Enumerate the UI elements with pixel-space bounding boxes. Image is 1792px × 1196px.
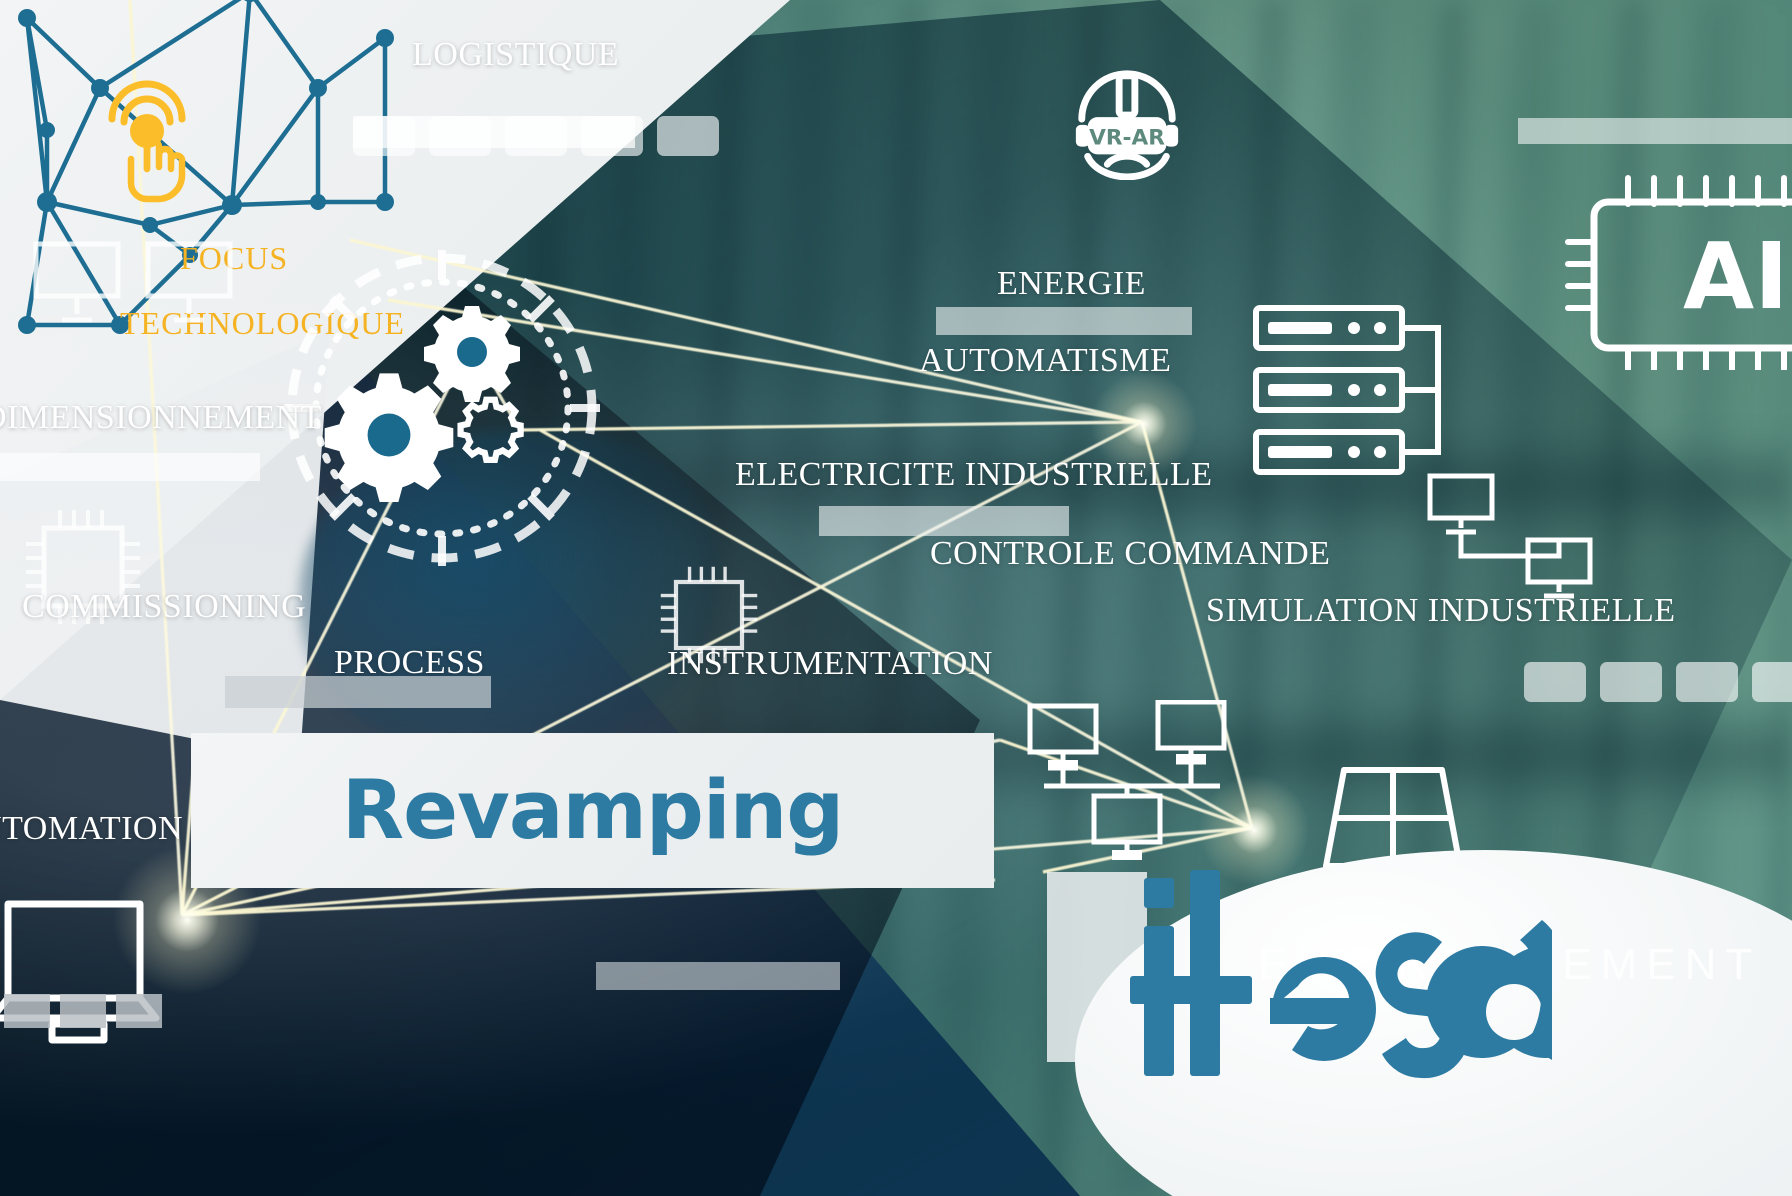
- bottom-left-dark-strip: [4, 994, 162, 1028]
- bar-topright: [1518, 118, 1792, 144]
- revamping-banner: Revamping: [191, 733, 994, 888]
- vr-ar-helmet-icon: VR-AR: [1075, 70, 1179, 180]
- label-process: PROCESS: [334, 644, 485, 681]
- ai-chip-icon: AI: [1565, 175, 1792, 370]
- label-logistique: LOGISTIQUE: [412, 36, 620, 73]
- logistique-chip-strip: [353, 116, 719, 156]
- iesa-logo: [1130, 870, 1552, 1079]
- bar-bottom: [596, 962, 840, 990]
- label-controle-commande: CONTROLE COMMANDE: [930, 535, 1331, 572]
- ai-chip-label: AI: [1683, 223, 1788, 330]
- bar-process: [225, 676, 491, 708]
- label-dimensionnement: DIMENSIONNEMENT: [0, 399, 322, 436]
- polygon-network-graphic: [18, 0, 394, 334]
- bar-dimensionnement: [0, 453, 260, 481]
- microchip-left-icon: [26, 510, 140, 624]
- label-automation: AUTOMATION: [0, 810, 184, 847]
- gear-large-icon: [324, 373, 454, 502]
- label-commissioning: COMMISSIONING: [22, 588, 307, 625]
- label-energie: ENERGIE: [997, 265, 1146, 302]
- gear-small-outline-icon: [457, 396, 524, 463]
- monitor-network-bottom-icon: [1027, 700, 1227, 860]
- focus-line-2: TECHNOLOGIQUE: [120, 305, 405, 341]
- gear-medium-icon: [424, 306, 520, 402]
- label-instrumentation: INSTRUMENTATION: [667, 645, 993, 682]
- schematic-boxes-left-icon: [33, 241, 233, 323]
- touch-hand-icon: [108, 80, 186, 203]
- label-simulation-industrielle: SIMULATION INDUSTRIELLE: [1206, 592, 1676, 629]
- bar-electricite: [819, 506, 1069, 536]
- label-electricite-industrielle: ELECTRICITE INDUSTRIELLE: [735, 456, 1213, 493]
- page-title: Revamping: [341, 763, 845, 858]
- monitor-network-right-icon: [1427, 473, 1593, 599]
- bottom-right-chip-strip: [1524, 662, 1792, 702]
- label-automatisme: AUTOMATISME: [919, 342, 1172, 379]
- server-rack-icon: [1253, 305, 1441, 475]
- vr-ar-label: VR-AR: [1089, 126, 1165, 151]
- microchip-center-icon: [660, 566, 758, 664]
- bar-energie: [936, 307, 1192, 335]
- gears-dial-graphic: [284, 250, 600, 566]
